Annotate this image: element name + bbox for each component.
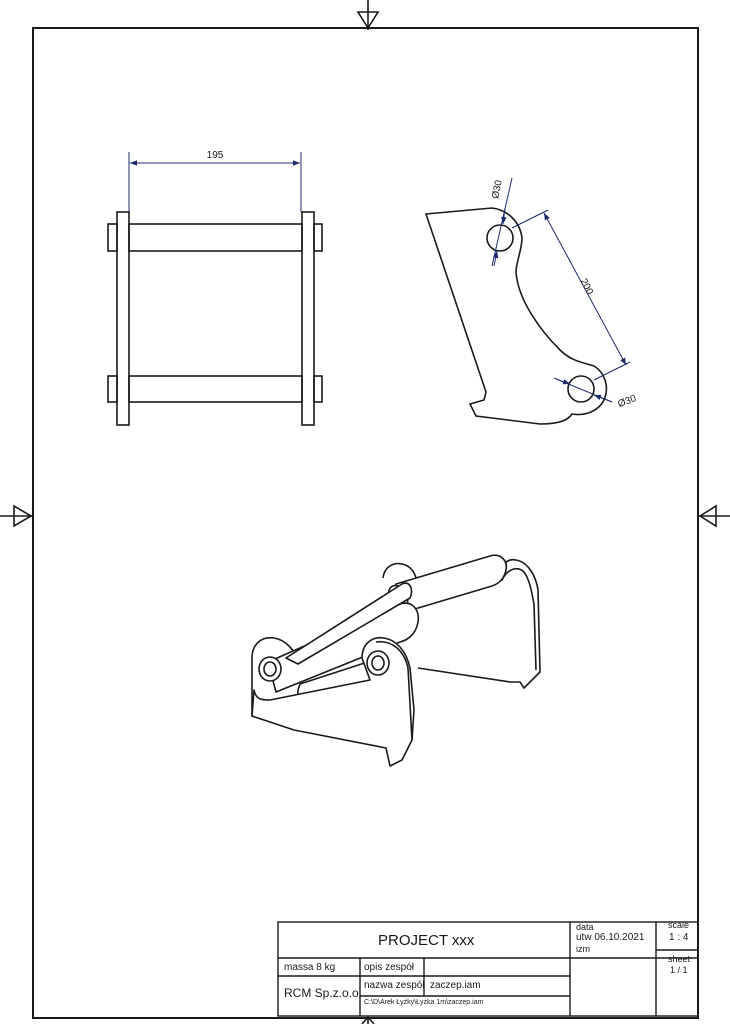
top-view [107,211,323,426]
sheet-value: 1 / 1 [670,965,688,975]
date-label: data [576,922,594,932]
centering-mark-top [356,0,380,30]
side-plate-view [424,207,608,425]
top-view-pin-lower [128,375,303,403]
description-label: opis zespół [364,962,415,973]
isometric-view [251,554,541,767]
centering-mark-bottom [361,1015,375,1024]
iso-front-pin [267,602,420,693]
side-plate-hole-lower [567,375,595,403]
company-name: RCM Sp.z.o.o [284,986,359,1000]
sheet-label: sheet [668,954,691,964]
assembly-name-label: nazwa zespół [364,980,425,991]
author-date: utw 06.10.2021 [576,932,645,943]
dimension-center-distance [511,209,631,381]
centering-mark-left [0,504,33,528]
dimension-width-label: 195 [207,150,224,161]
file-name: zaczep.iam [430,980,481,991]
scale-label: scale [668,920,690,930]
dimension-width [128,152,302,212]
dimension-hole-lower [553,377,613,403]
top-view-side-plate-left [116,211,130,426]
side-plate-outline [424,207,608,425]
scale-value: 1 : 4 [669,932,689,943]
centering-mark-right [698,504,730,528]
iso-cross-bar [285,582,413,665]
revision-label: izm [576,944,590,954]
iso-pin-end-right [366,650,390,676]
iso-back-pin [395,554,508,615]
iso-pin-end-left [258,656,282,682]
dimension-hole-upper-label: Ø30 [490,179,505,200]
project-title: PROJECT xxx [378,932,475,949]
dimension-hole-lower-label: Ø30 [616,393,638,410]
top-view-pin-upper [128,223,303,252]
mass-field: massa 8 kg [284,962,336,973]
title-block [277,921,699,1017]
side-plate-hole-upper [486,224,514,252]
top-view-side-plate-right [301,211,315,426]
dimension-hole-upper [491,177,513,267]
drawing-frame [32,27,699,1019]
dimension-center-distance-label: 200 [577,277,595,297]
file-path: C:\D\Arek Łyżky\Łyżka 1m\zaczep.iam [364,999,484,1006]
